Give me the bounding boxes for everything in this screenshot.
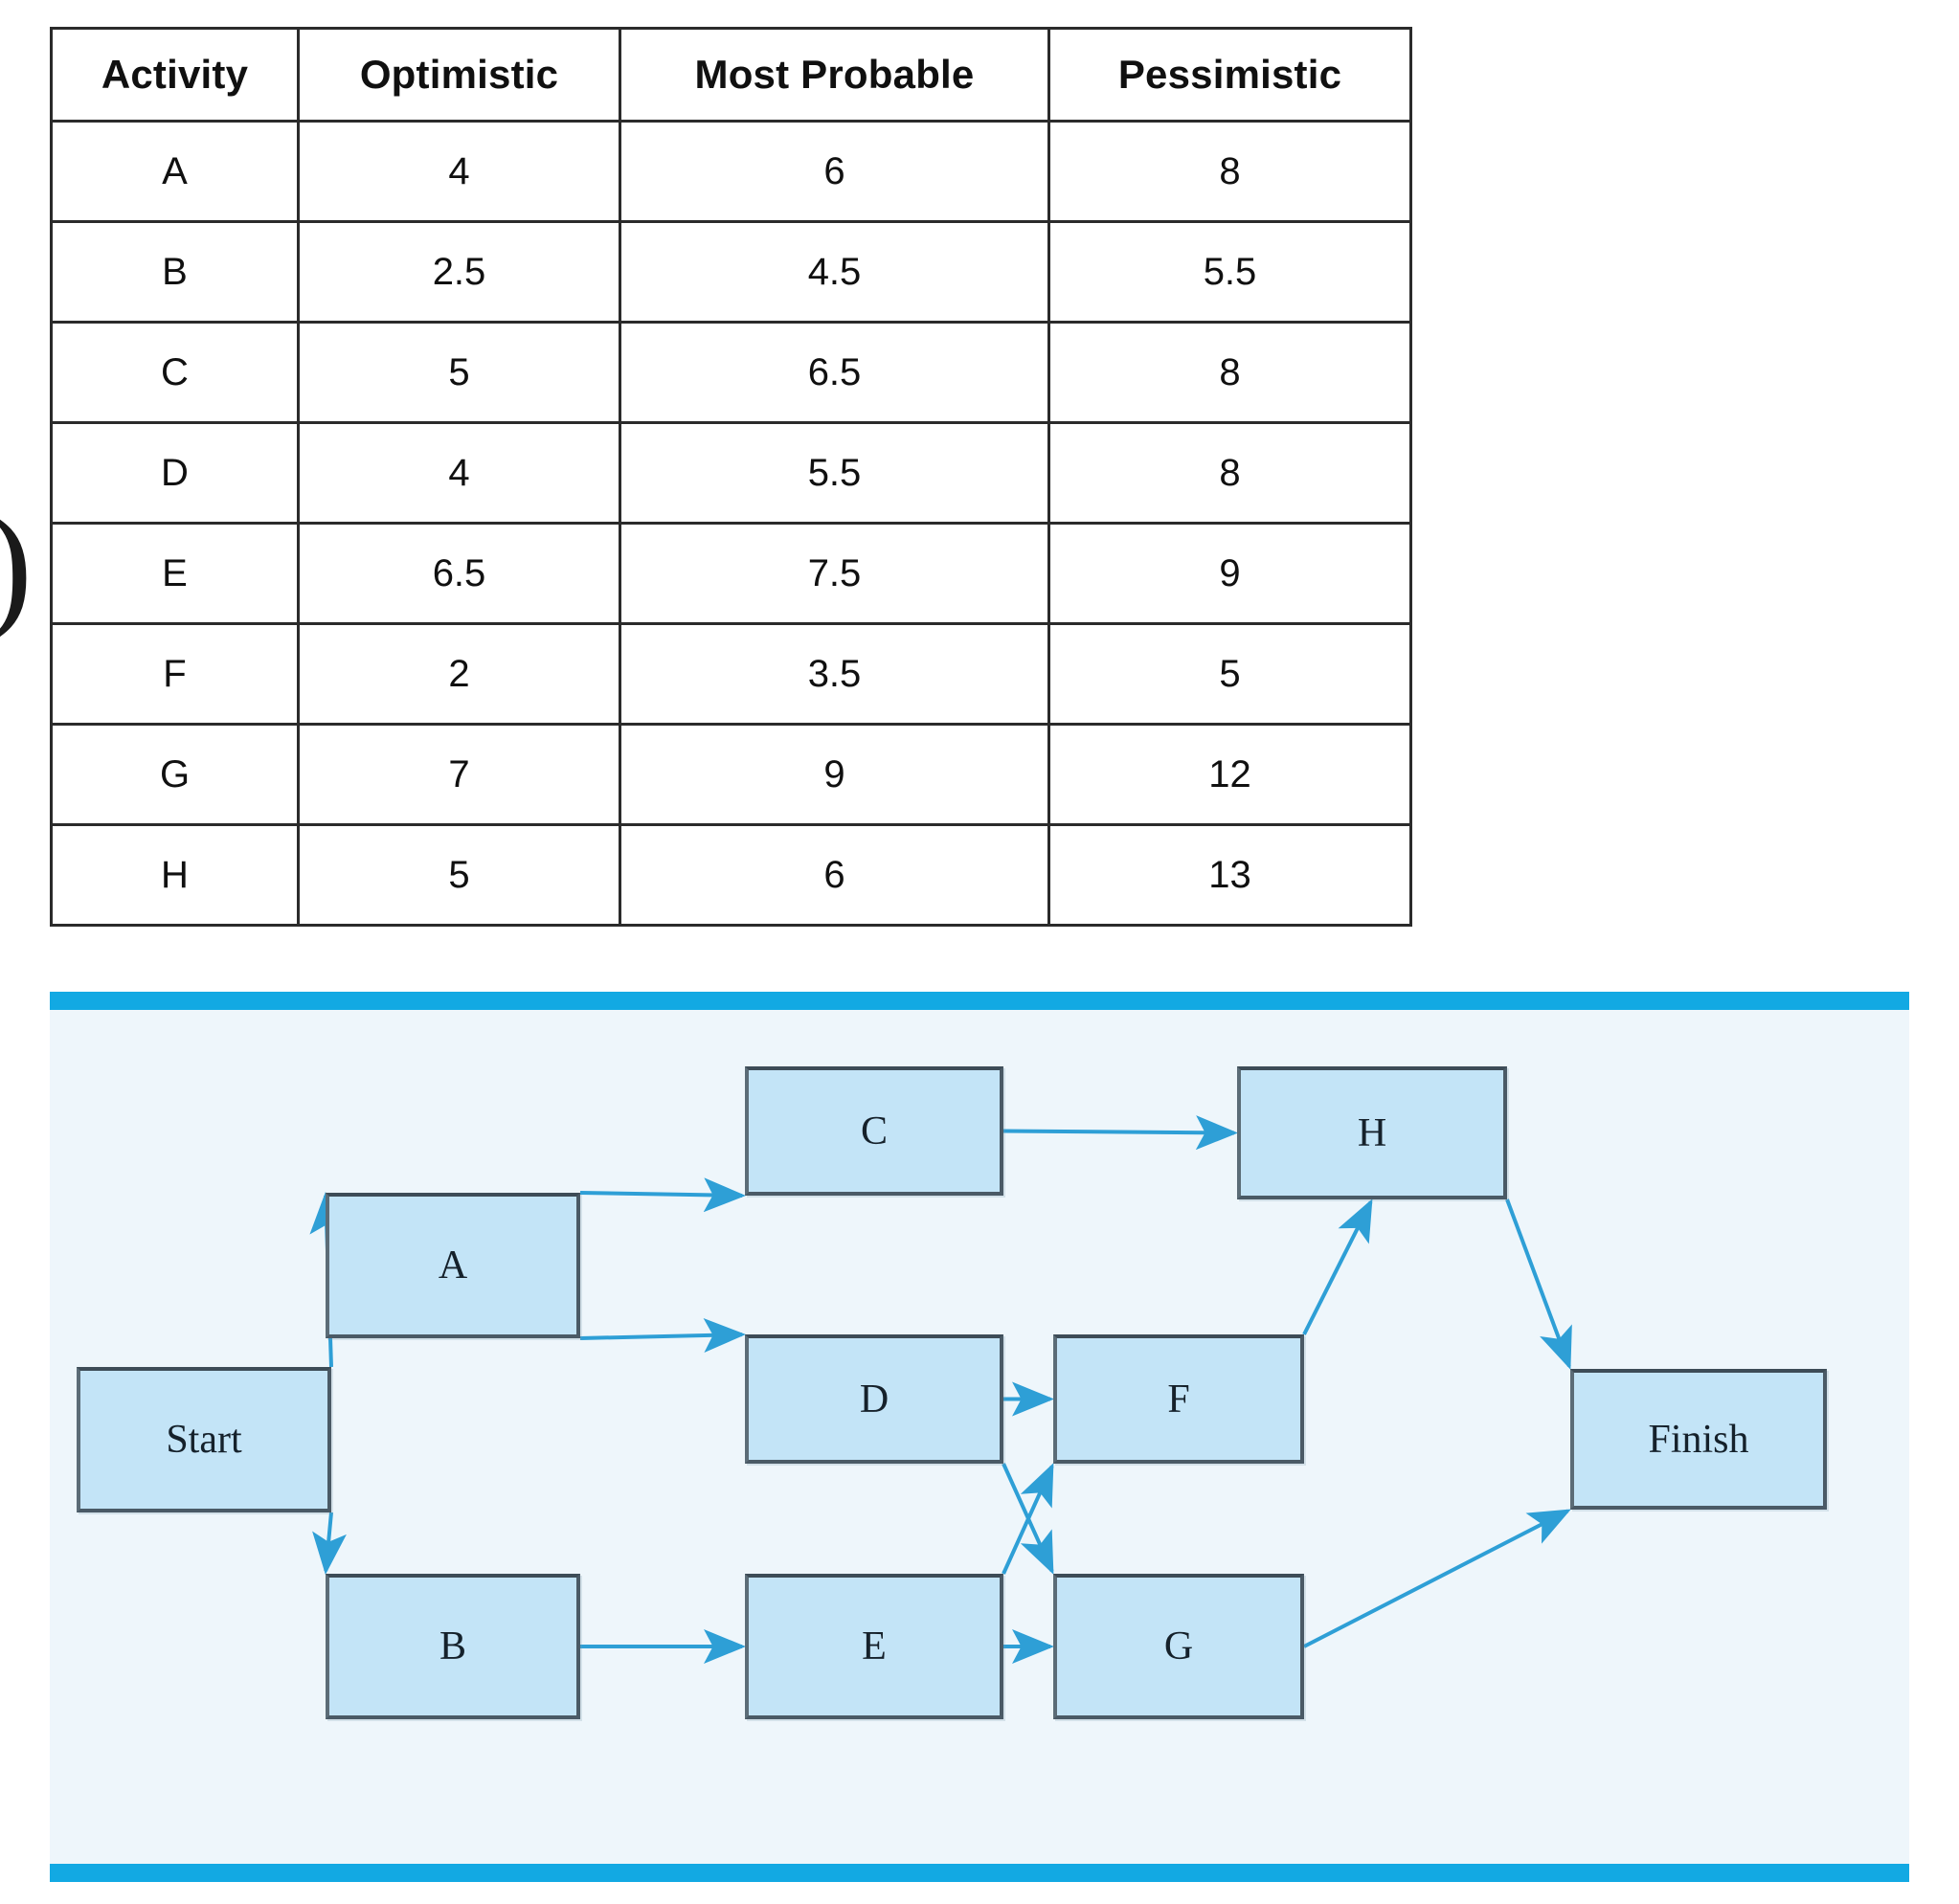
edge-g-to-finish (1303, 1509, 1571, 1648)
node-e[interactable]: E (745, 1574, 1003, 1719)
node-label-f: F (1167, 1377, 1190, 1422)
table-row: D 4 5.5 8 (50, 421, 1412, 525)
cell-activity: D (50, 421, 300, 525)
table-row: A 4 6 8 (50, 120, 1412, 223)
cell-most-probable: 3.5 (619, 622, 1050, 726)
edge-h-to-finish (1505, 1198, 1572, 1370)
cell-most-probable: 6 (619, 120, 1050, 223)
node-c[interactable]: C (745, 1066, 1003, 1196)
cell-optimistic: 4 (297, 421, 621, 525)
table-header-row: Activity Optimistic Most Probable Pessim… (50, 27, 1412, 123)
column-header-activity: Activity (50, 27, 300, 123)
node-g[interactable]: G (1053, 1574, 1304, 1719)
node-label-finish: Finish (1648, 1417, 1749, 1462)
cell-pessimistic: 8 (1047, 321, 1412, 424)
table-row: H 5 6 13 (50, 823, 1412, 927)
cell-activity: G (50, 723, 300, 826)
cell-pessimistic: 5 (1047, 622, 1412, 726)
node-f[interactable]: F (1053, 1334, 1304, 1464)
cell-pessimistic: 8 (1047, 120, 1412, 223)
node-label-b: B (439, 1624, 466, 1669)
network-diagram-panel: Start A B C D E F G H Finish (50, 992, 1909, 1882)
activity-time-estimates-table: Activity Optimistic Most Probable Pessim… (50, 27, 1412, 927)
cell-most-probable: 6.5 (619, 321, 1050, 424)
cell-pessimistic: 5.5 (1047, 220, 1412, 324)
cell-optimistic: 4 (297, 120, 621, 223)
cell-activity: F (50, 622, 300, 726)
node-finish[interactable]: Finish (1570, 1369, 1827, 1510)
cell-most-probable: 9 (619, 723, 1050, 826)
cell-optimistic: 7 (297, 723, 621, 826)
node-label-g: G (1163, 1624, 1194, 1669)
node-label-start: Start (166, 1418, 242, 1462)
panel-top-rule (50, 992, 1909, 1010)
column-header-optimistic: Optimistic (297, 27, 621, 123)
edge-start-to-b (312, 1512, 347, 1575)
panel-bottom-rule (50, 1864, 1909, 1882)
cell-most-probable: 4.5 (619, 220, 1050, 324)
cell-pessimistic: 13 (1047, 823, 1412, 927)
cell-most-probable: 7.5 (619, 522, 1050, 625)
cell-most-probable: 5.5 (619, 421, 1050, 525)
cell-activity: E (50, 522, 300, 625)
table-row: C 5 6.5 8 (50, 321, 1412, 424)
column-header-most-probable: Most Probable (619, 27, 1050, 123)
cell-optimistic: 6.5 (297, 522, 621, 625)
node-label-a: A (438, 1243, 468, 1288)
edge-c-to-h (1002, 1115, 1238, 1151)
node-label-d: D (859, 1377, 889, 1422)
table-row: F 2 3.5 5 (50, 622, 1412, 726)
cell-most-probable: 6 (619, 823, 1050, 927)
edge-a-to-d (579, 1318, 746, 1353)
node-label-h: H (1357, 1110, 1387, 1155)
cell-optimistic: 5 (297, 823, 621, 927)
edge-e-to-f (1002, 1463, 1054, 1575)
table-row: B 2.5 4.5 5.5 (50, 220, 1412, 324)
table-row: E 6.5 7.5 9 (50, 522, 1412, 625)
cell-optimistic: 5 (297, 321, 621, 424)
cell-pessimistic: 8 (1047, 421, 1412, 525)
node-a[interactable]: A (326, 1193, 580, 1338)
node-start[interactable]: Start (77, 1367, 331, 1512)
node-label-e: E (862, 1624, 887, 1669)
node-label-c: C (860, 1109, 888, 1154)
cell-optimistic: 2 (297, 622, 621, 726)
edge-f-to-h (1302, 1198, 1373, 1335)
edge-a-to-c (579, 1177, 746, 1213)
cell-activity: A (50, 120, 300, 223)
node-b[interactable]: B (326, 1574, 580, 1719)
column-header-pessimistic: Pessimistic (1047, 27, 1412, 123)
network-edges-layer (309, 1115, 1572, 1664)
cell-activity: H (50, 823, 300, 927)
cell-pessimistic: 9 (1047, 522, 1412, 625)
activity-table-container: Activity Optimistic Most Probable Pessim… (50, 27, 1412, 927)
cell-optimistic: 2.5 (297, 220, 621, 324)
cell-pessimistic: 12 (1047, 723, 1412, 826)
cell-activity: C (50, 321, 300, 424)
cell-activity: B (50, 220, 300, 324)
stray-parenthesis-glyph: ) (0, 493, 33, 637)
node-d[interactable]: D (745, 1334, 1003, 1464)
table-row: G 7 9 12 (50, 723, 1412, 826)
node-h[interactable]: H (1237, 1066, 1507, 1199)
